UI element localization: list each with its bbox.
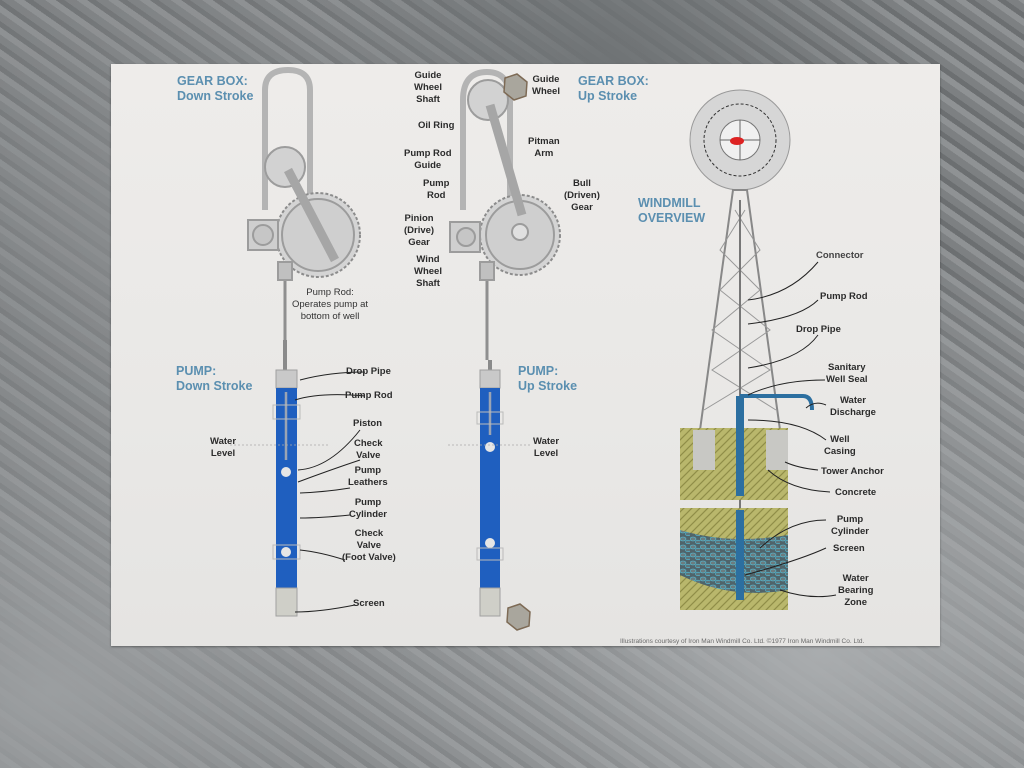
- label-wm-screen: Screen: [833, 543, 865, 554]
- title-pump-down: PUMP: Down Stroke: [176, 364, 253, 393]
- label-pinion-gear: Pinion (Drive) Gear: [404, 213, 435, 248]
- label-sanitary-well-seal: Sanitary Well Seal: [826, 362, 868, 385]
- windmill-drawing: [680, 89, 814, 610]
- label-guide-wheel: Guide Wheel: [532, 74, 560, 97]
- label-water-bearing-zone: Water Bearing Zone: [838, 573, 874, 608]
- title-windmill-overview: WINDMILL OVERVIEW: [638, 196, 706, 225]
- label-wind-wheel-shaft: Wind Wheel Shaft: [414, 254, 442, 289]
- title-gearbox-up: GEAR BOX: Up Stroke: [578, 74, 649, 103]
- credit-line: Illustrations courtesy of Iron Man Windm…: [620, 638, 865, 645]
- label-drop-pipe: Drop Pipe: [346, 366, 391, 377]
- label-water-level-up: Water Level: [533, 436, 560, 459]
- label-pump-rod-note: Pump Rod: Operates pump at bottom of wel…: [292, 287, 369, 322]
- label-pump-leathers: Pump Leathers: [348, 465, 388, 488]
- label-guide-wheel-shaft: Guide Wheel Shaft: [414, 70, 442, 105]
- info-panel: [111, 64, 940, 646]
- label-wm-pump-rod: Pump Rod: [820, 291, 868, 302]
- label-screen: Screen: [353, 598, 385, 609]
- label-bull-gear: Bull (Driven) Gear: [564, 178, 600, 213]
- label-wm-pump-cylinder: Pump Cylinder: [831, 514, 870, 537]
- label-foot-valve: Check Valve (Foot Valve): [342, 528, 396, 563]
- label-concrete: Concrete: [835, 487, 877, 498]
- pump-down-drawing: [230, 340, 330, 617]
- label-pump-rod-gear: Pump Rod: [423, 178, 450, 201]
- label-pump-rod-guide: Pump Rod Guide: [404, 148, 452, 171]
- gearbox-down-drawing: [247, 66, 361, 340]
- title-pump-up: PUMP: Up Stroke: [518, 364, 578, 393]
- leader-lines: [294, 261, 837, 613]
- label-tower-anchor: Tower Anchor: [821, 466, 884, 477]
- bolt-bottom: [506, 603, 531, 631]
- label-piston: Piston: [353, 418, 383, 429]
- gearbox-up-drawing: [449, 68, 561, 360]
- label-oil-ring: Oil Ring: [418, 120, 455, 131]
- label-pitman-arm: Pitman Arm: [528, 136, 560, 159]
- label-pump-cylinder: Pump Cylinder: [349, 497, 388, 520]
- label-well-casing: Well Casing: [824, 434, 856, 457]
- label-connector: Connector: [816, 250, 864, 261]
- pump-up-drawing: [448, 360, 530, 617]
- label-pump-rod: Pump Rod: [345, 390, 393, 401]
- label-water-discharge: Water Discharge: [830, 395, 876, 418]
- label-water-level-down: Water Level: [210, 436, 237, 459]
- label-check-valve: Check Valve: [354, 438, 383, 461]
- label-wm-drop-pipe: Drop Pipe: [796, 324, 841, 335]
- title-gearbox-down: GEAR BOX: Down Stroke: [177, 74, 254, 103]
- bolt-top: [503, 73, 528, 101]
